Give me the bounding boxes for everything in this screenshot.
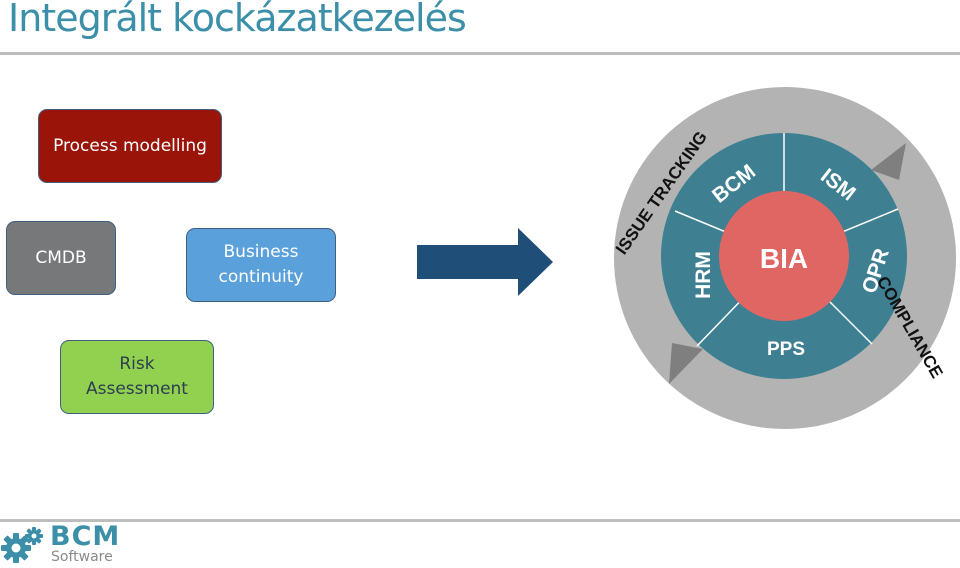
cmdb-box: CMDB (6, 221, 116, 295)
business-continuity-box: Business continuity (186, 228, 336, 302)
right-arrow (417, 228, 553, 296)
footer-divider (0, 519, 960, 522)
risk-assessment-box: Risk Assessment (60, 340, 214, 414)
process-modelling-box: Process modelling (38, 109, 222, 183)
gear-icon (1, 527, 43, 563)
cycle-arrowhead-top (871, 143, 906, 180)
title-divider (0, 52, 960, 55)
business-continuity-label: Business continuity (218, 242, 304, 287)
risk-assessment-label: Risk Assessment (86, 354, 188, 399)
center-label: BIA (760, 243, 808, 274)
process-modelling-label: Process modelling (53, 135, 207, 156)
cmdb-label: CMDB (35, 247, 87, 268)
logo-subtitle: Software (51, 549, 113, 565)
center-circle (719, 191, 849, 321)
page-title: Integrált kockázatkezelés (8, 0, 467, 40)
segment-label-hrm: HRM (692, 251, 715, 299)
segment-label-pps: PPS (767, 339, 805, 360)
cycle-arrowhead-bottom (669, 343, 703, 384)
logo-name: BCM (50, 521, 121, 552)
